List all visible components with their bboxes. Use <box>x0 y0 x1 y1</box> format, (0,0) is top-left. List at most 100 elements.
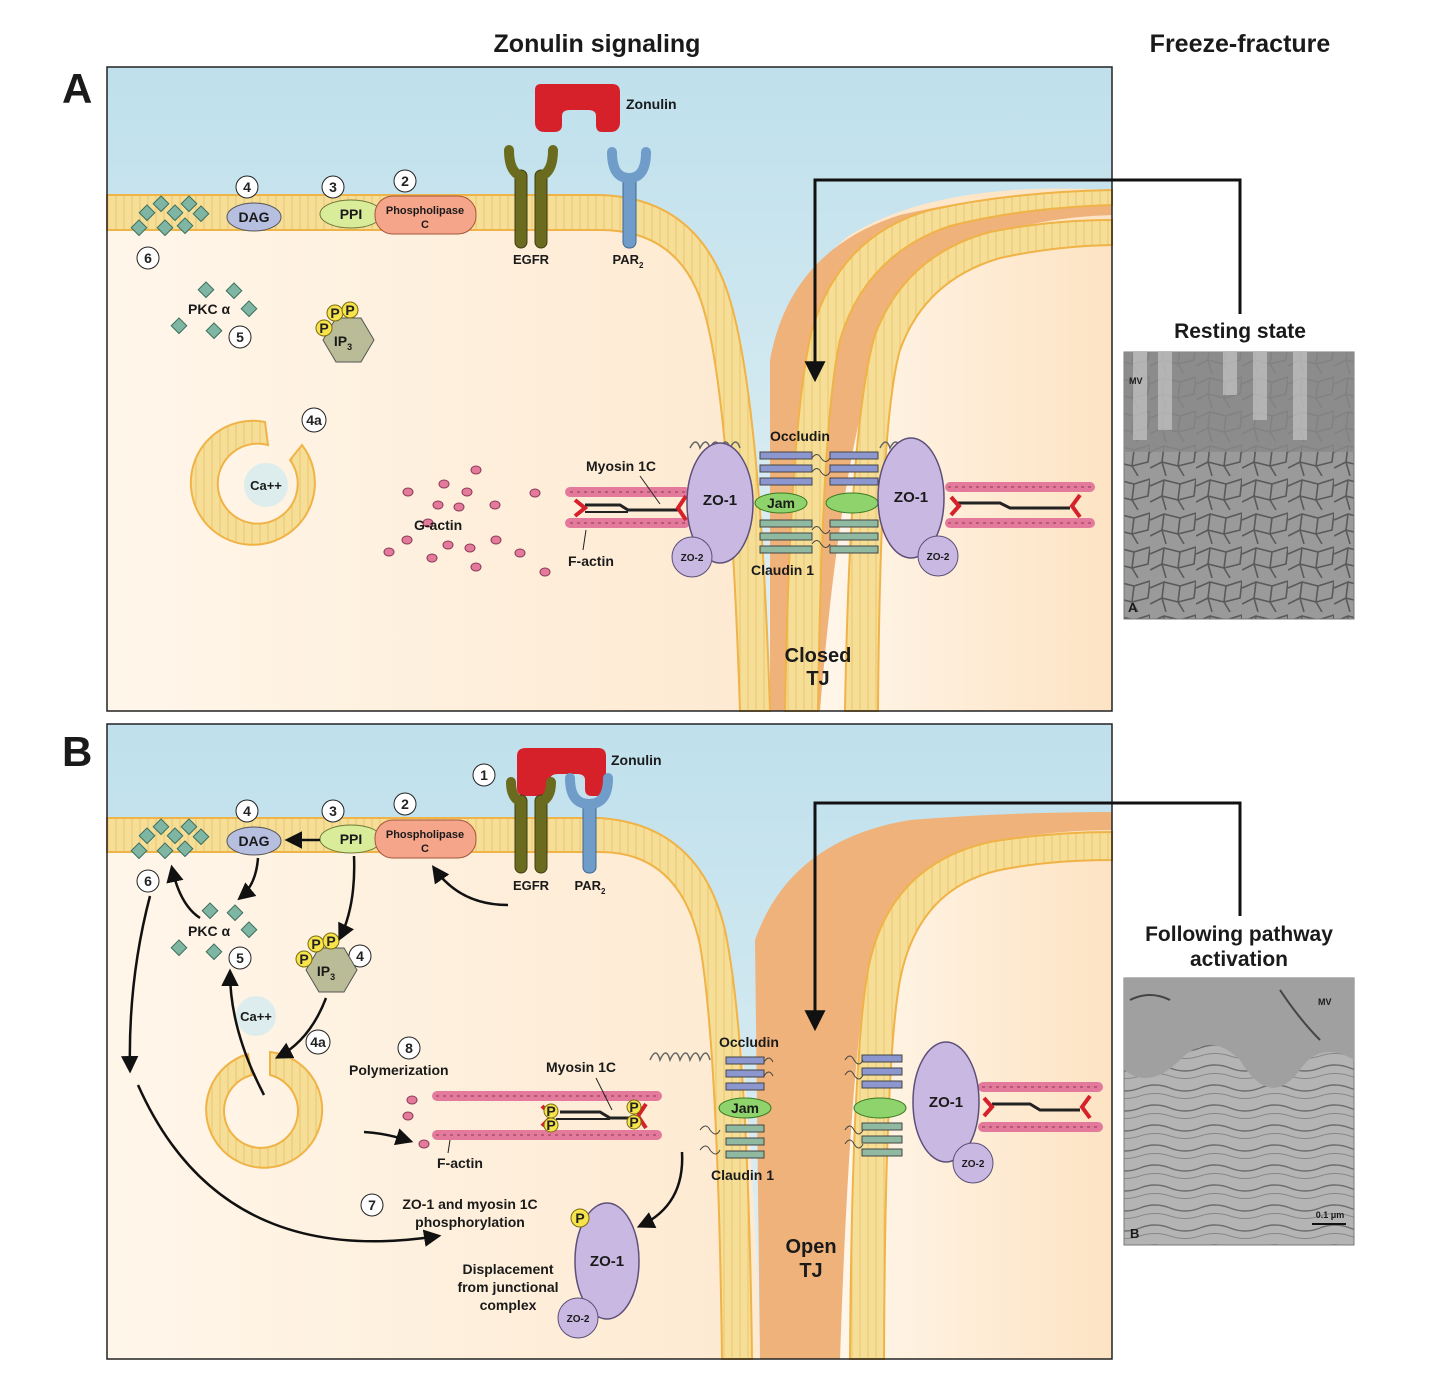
er-vesicle-b <box>205 1050 324 1169</box>
par2-receptor-a <box>607 147 651 249</box>
occludin-strands-a <box>689 441 921 486</box>
er-vesicle-a <box>189 419 316 546</box>
step-8-b: 8 <box>405 1040 413 1056</box>
zo1-displaced-b <box>574 1202 640 1320</box>
myosin-phospho-3-b: P <box>629 1099 638 1115</box>
plc-label-a: Phospholipase <box>386 205 464 217</box>
phosphorylation-label2: phosphorylation <box>415 1214 525 1230</box>
zonulin-molecule-b <box>517 748 606 796</box>
activation-mv-label: MV <box>1318 997 1332 1007</box>
ip3-label-a: IP3 <box>334 333 352 352</box>
step-3-a: 3 <box>329 179 337 195</box>
jam-b <box>718 1097 772 1119</box>
f-actin-left-a <box>565 487 690 528</box>
panel-a-letter: A <box>62 65 92 112</box>
pkc-free-b <box>170 902 258 961</box>
jam-label-b: Jam <box>731 1100 759 1116</box>
ppi-label-b: PPI <box>340 831 363 847</box>
ip3-phospho-3-a: P <box>319 320 328 336</box>
zo1-left-a <box>686 442 754 564</box>
pkc-label-a: PKC α <box>188 301 230 317</box>
resting-state-title: Resting state <box>1174 320 1306 343</box>
jam-label-a: Jam <box>767 495 795 511</box>
egfr-receptor-a <box>504 145 558 249</box>
myosin-phospho-1-b: P <box>546 1103 555 1119</box>
step-3-b: 3 <box>329 803 337 819</box>
zo1-phospho-b: P <box>575 1210 584 1226</box>
zonulin-label-a: Zonulin <box>626 96 677 112</box>
polymerization-label: Polymerization <box>349 1062 449 1078</box>
ip3-label-b: IP3 <box>317 963 335 982</box>
panel-b: B Zonulin 1 EGFR PAR2 <box>62 723 1242 1360</box>
ip3-phospho-2-a: P <box>345 302 354 318</box>
egfr-label-b: EGFR <box>513 878 550 893</box>
g-actin-a <box>383 465 551 577</box>
panel-a: A Zonulin EGFR PAR2 <box>62 65 1242 712</box>
step-6-b: 6 <box>144 873 152 889</box>
f-actin-right-b <box>978 1082 1103 1132</box>
dag-label-a: DAG <box>238 209 269 225</box>
occludin-label-b: Occludin <box>719 1034 779 1050</box>
ip3-phospho-1-b: P <box>311 936 320 952</box>
pathway-arrows-b <box>120 831 684 1247</box>
step-4-ip3-b: 4 <box>356 948 364 964</box>
myosin-phospho-4-b: P <box>629 1114 638 1130</box>
plc-label2-b: C <box>421 843 429 855</box>
ca-label-a: Ca++ <box>250 478 282 493</box>
displacement-label3: complex <box>480 1297 537 1313</box>
pkc-free-a <box>170 281 258 340</box>
zonulin-molecule-a <box>535 84 620 132</box>
occludin-strands-b <box>649 1052 903 1091</box>
micrograph-resting: Resting state MV A <box>1123 320 1355 620</box>
plc-label-b: Phospholipase <box>386 829 464 841</box>
step-2-a: 2 <box>401 173 409 189</box>
zo2-left-a <box>671 536 713 578</box>
ip3-phospho-2-b: P <box>326 933 335 949</box>
g-actin-label-a: G-actin <box>414 517 462 533</box>
claudin-strands-a <box>759 519 879 554</box>
step-4-a: 4 <box>243 179 251 195</box>
ca-label-b: Ca++ <box>240 1009 272 1024</box>
step-5-b: 5 <box>236 950 244 966</box>
activation-title-1: Following pathway <box>1145 923 1333 946</box>
f-actin-left-b <box>432 1091 662 1140</box>
ip3-phospho-1-a: P <box>330 305 339 321</box>
zo2-right-label-a: ZO-2 <box>927 552 950 563</box>
open-tj-label2: TJ <box>799 1260 822 1282</box>
header-zonulin-signaling: Zonulin signaling <box>494 30 701 58</box>
phospholipase-c-a <box>374 195 477 235</box>
f-actin-label-b: F-actin <box>437 1155 483 1171</box>
par2-label-a: PAR2 <box>613 252 644 270</box>
step-7-b: 7 <box>368 1197 376 1213</box>
par2-receptor-b <box>565 773 613 874</box>
phosphorylation-label1: ZO-1 and myosin 1C <box>402 1196 537 1212</box>
step-2-b: 2 <box>401 796 409 812</box>
pkc-label-b: PKC α <box>188 923 230 939</box>
phospholipase-c-b <box>374 819 477 859</box>
zo1-right-label-b: ZO-1 <box>929 1094 963 1111</box>
plc-label2-a: C <box>421 219 429 231</box>
zonulin-label-b: Zonulin <box>611 752 662 768</box>
displacement-label1: Displacement <box>462 1261 553 1277</box>
step-4-b: 4 <box>243 803 251 819</box>
arrow-to-activation-micrograph <box>804 801 1242 1032</box>
displacement-label2: from junctional <box>457 1279 558 1295</box>
resting-mv-label: MV <box>1129 376 1143 386</box>
arrow-to-resting-micrograph <box>804 178 1242 383</box>
activation-letter: B <box>1130 1226 1139 1241</box>
resting-letter: A <box>1128 600 1138 615</box>
micrograph-activation: Following pathway activation MV B 0.1 μm <box>1123 923 1355 1246</box>
zo2-left-label-a: ZO-2 <box>681 553 704 564</box>
claudin-strands-b <box>699 1122 903 1159</box>
zo2-displaced-label-b: ZO-2 <box>567 1314 590 1325</box>
egfr-receptor-b <box>506 777 556 874</box>
zo1-left-label-a: ZO-1 <box>703 492 737 509</box>
f-actin-label-a: F-actin <box>568 553 614 569</box>
open-tj-label: Open <box>785 1236 836 1258</box>
zo1-right-label-a: ZO-1 <box>894 489 928 506</box>
myosin-phospho-2-b: P <box>546 1117 555 1133</box>
panel-b-letter: B <box>62 728 92 775</box>
zo1-displaced-label-b: ZO-1 <box>590 1253 624 1270</box>
step-6-a: 6 <box>144 250 152 266</box>
header-freeze-fracture: Freeze-fracture <box>1150 30 1331 58</box>
